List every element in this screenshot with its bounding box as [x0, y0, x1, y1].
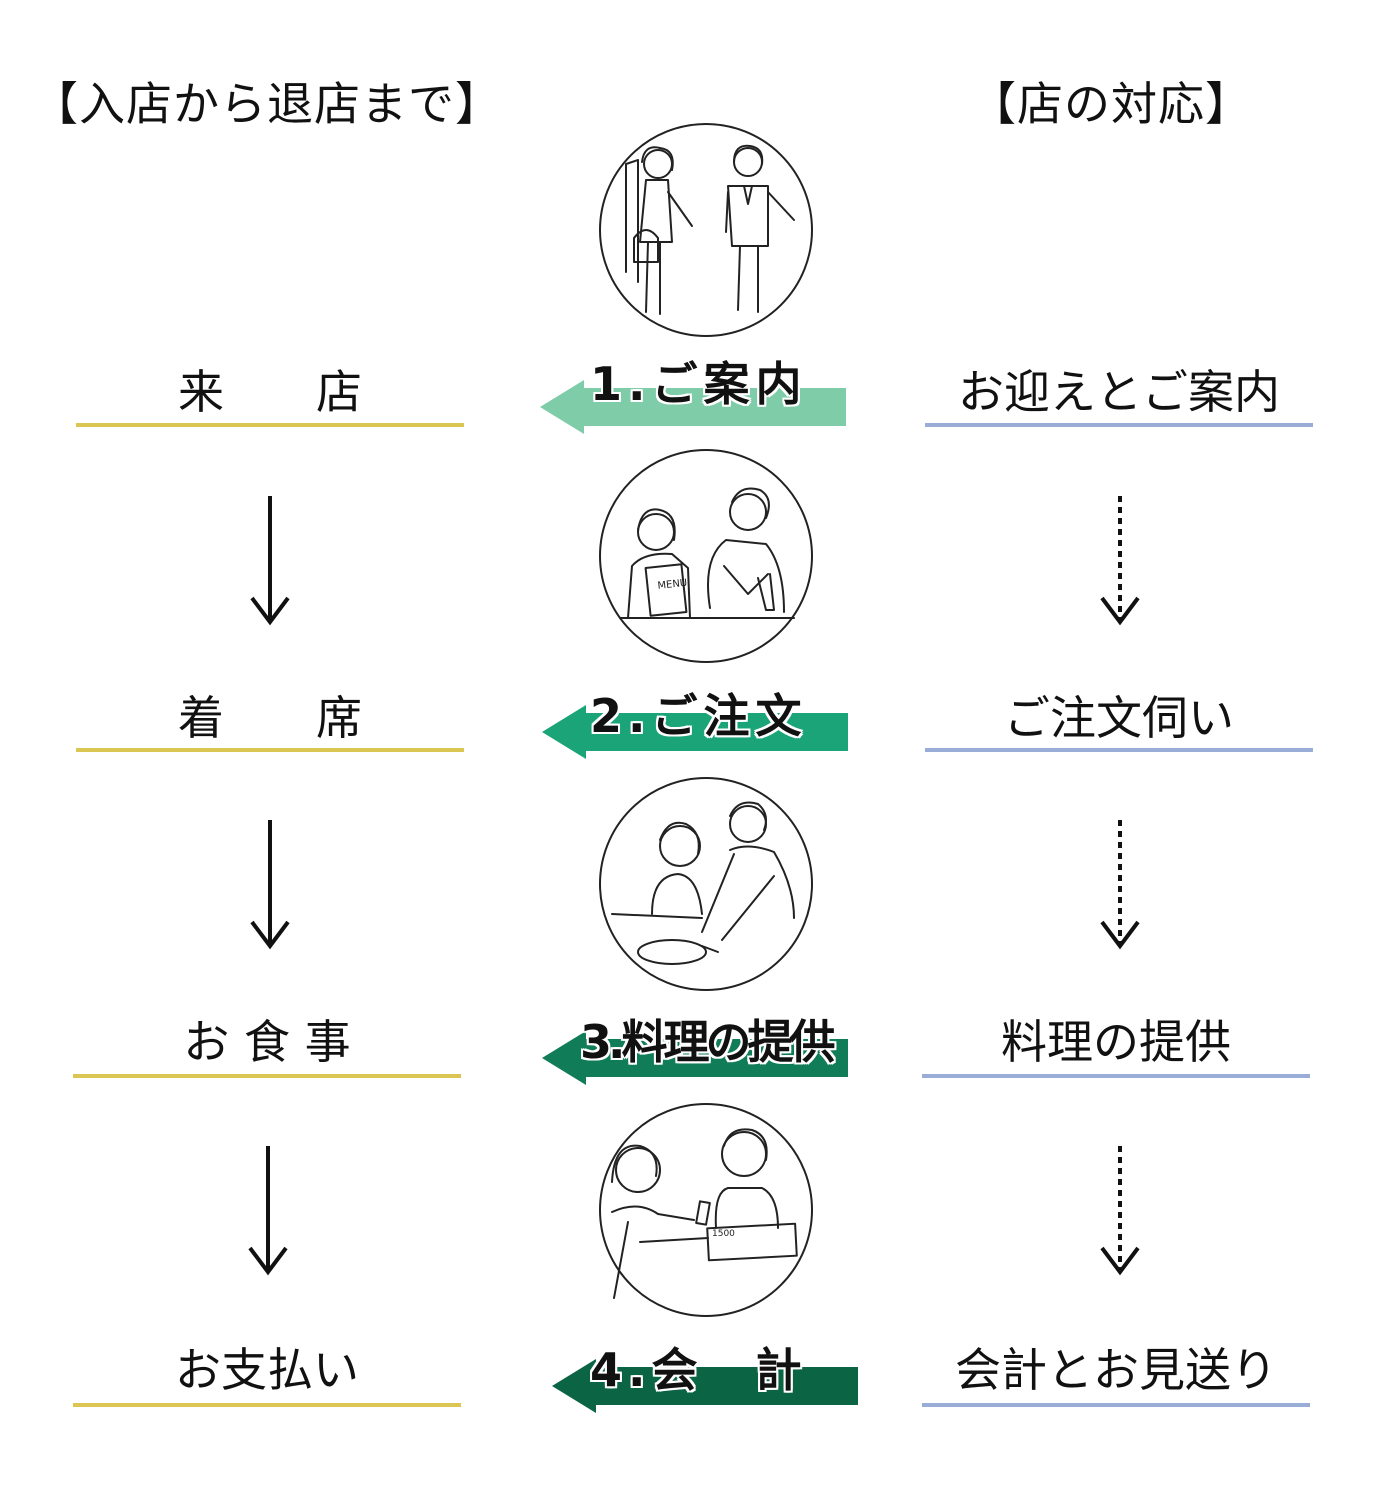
step-label-2: 2.ご注文: [590, 689, 808, 743]
order-menu-icon: MENU: [599, 449, 813, 663]
step-arrow-1: [540, 380, 846, 434]
dotted-down-arrow-icon: [1100, 820, 1140, 950]
store-response-heading: 【店の対応】: [970, 77, 1252, 131]
down-arrow-icon: [250, 496, 290, 626]
store-step-greeting: お迎えとご案内: [958, 365, 1280, 419]
customer-flow-heading: 【入店から退店まで】: [32, 77, 502, 131]
serving-dish-icon: [599, 777, 813, 991]
store-step-checkout: 会計とお見送り: [955, 1343, 1277, 1397]
customer-step-arrival: 来 店: [178, 365, 362, 419]
customer-underline: [76, 748, 464, 752]
customer-underline: [76, 423, 464, 427]
customer-step-seated: 着 席: [178, 691, 362, 745]
step-label-3: 3.料理の提供: [580, 1015, 835, 1069]
payment-register-icon: 1500: [599, 1103, 813, 1317]
down-arrow-icon: [250, 820, 290, 950]
store-underline: [925, 423, 1313, 427]
customer-underline: [73, 1074, 461, 1078]
register-text: 1500: [712, 1229, 735, 1239]
store-underline: [922, 1403, 1310, 1407]
step-label-1: 1.ご案内: [590, 357, 808, 411]
store-step-order: ご注文伺い: [1004, 691, 1234, 745]
step-arrow-2: [542, 705, 848, 759]
store-step-serving: 料理の提供: [1001, 1015, 1231, 1069]
step-label-4: 4.会 計: [590, 1343, 808, 1397]
customer-step-meal: お 食 事: [183, 1015, 351, 1069]
dotted-down-arrow-icon: [1100, 496, 1140, 626]
customer-underline: [73, 1403, 461, 1407]
dotted-down-arrow-icon: [1100, 1146, 1140, 1276]
greeting-guide-icon: [599, 123, 813, 337]
customer-step-payment: お支払い: [175, 1343, 359, 1397]
step-arrow-4: [552, 1359, 858, 1413]
store-underline: [925, 748, 1313, 752]
down-arrow-icon: [248, 1146, 288, 1276]
store-underline: [922, 1074, 1310, 1078]
menu-text: MENU: [657, 578, 688, 592]
step-arrow-3: [542, 1031, 848, 1085]
